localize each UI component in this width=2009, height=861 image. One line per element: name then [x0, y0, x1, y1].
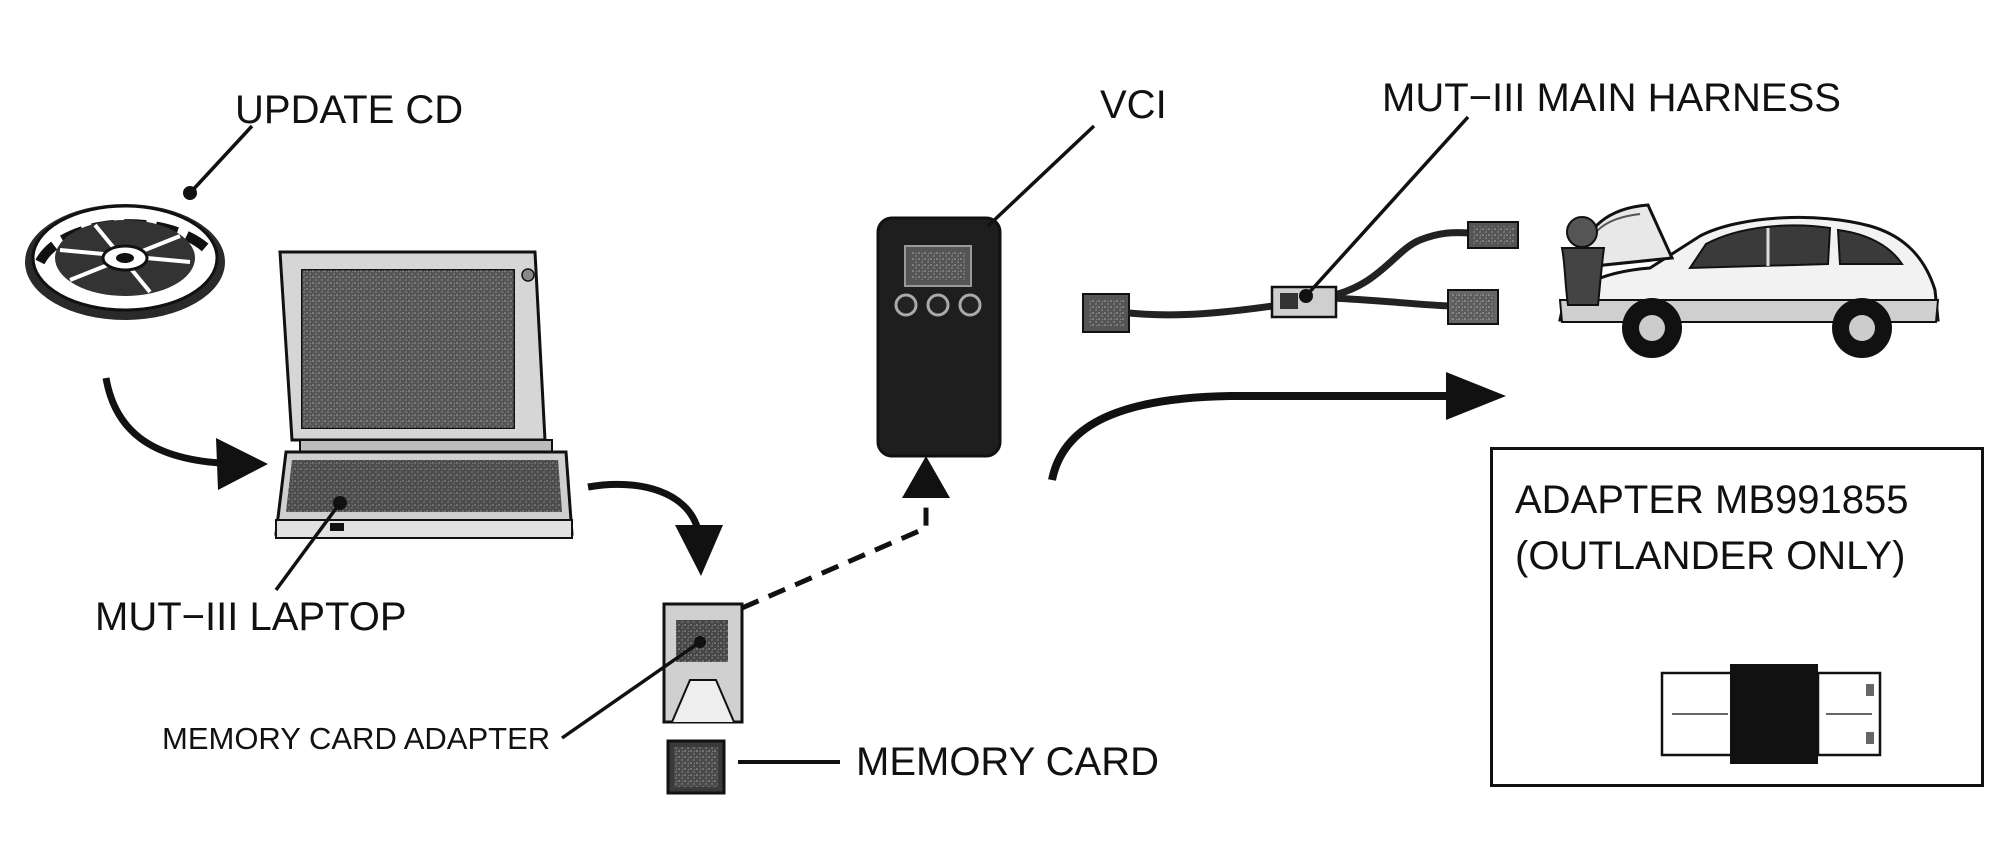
adapter-callout-line2: (OUTLANDER ONLY) [1515, 534, 1906, 578]
arrow-cd-to-laptop [102, 377, 221, 467]
adapter-callout-line1: ADAPTER MB991855 [1515, 478, 1909, 522]
update-cd-leader [188, 124, 254, 195]
dashed-arrow-adapter-to-vci [741, 500, 929, 611]
main-harness-icon [1082, 221, 1519, 333]
laptop-leader [274, 501, 342, 592]
laptop-icon [274, 250, 574, 539]
main-harness-leader [1304, 115, 1470, 298]
laptop-label: MUT−III LAPTOP [95, 595, 407, 639]
vehicle-icon [1558, 203, 1940, 358]
memory-card-icon [666, 739, 726, 795]
arrow-laptop-to-adapter [587, 480, 702, 532]
update-cd-icon [25, 204, 225, 320]
vci-leader [986, 124, 1096, 228]
adapter-mb991855-icon [1660, 664, 1882, 764]
adapter-callout-box: ADAPTER MB991855 (OUTLANDER ONLY) [1490, 447, 1984, 787]
memory-card-label: MEMORY CARD [856, 740, 1160, 784]
arrow-vci-to-vehicle [1048, 392, 1448, 481]
memory-card-adapter-icon [662, 602, 744, 724]
vci-icon [876, 216, 1002, 458]
memory-card-adapter-leader [561, 640, 701, 740]
main-harness-label: MUT−III MAIN HARNESS [1382, 76, 1841, 120]
adapter-callout-title: ADAPTER MB991855 (OUTLANDER ONLY) [1515, 472, 1909, 584]
update-cd-label: UPDATE CD [235, 88, 464, 132]
memory-card-adapter-label: MEMORY CARD ADAPTER [162, 721, 551, 756]
vci-label: VCI [1100, 83, 1167, 127]
